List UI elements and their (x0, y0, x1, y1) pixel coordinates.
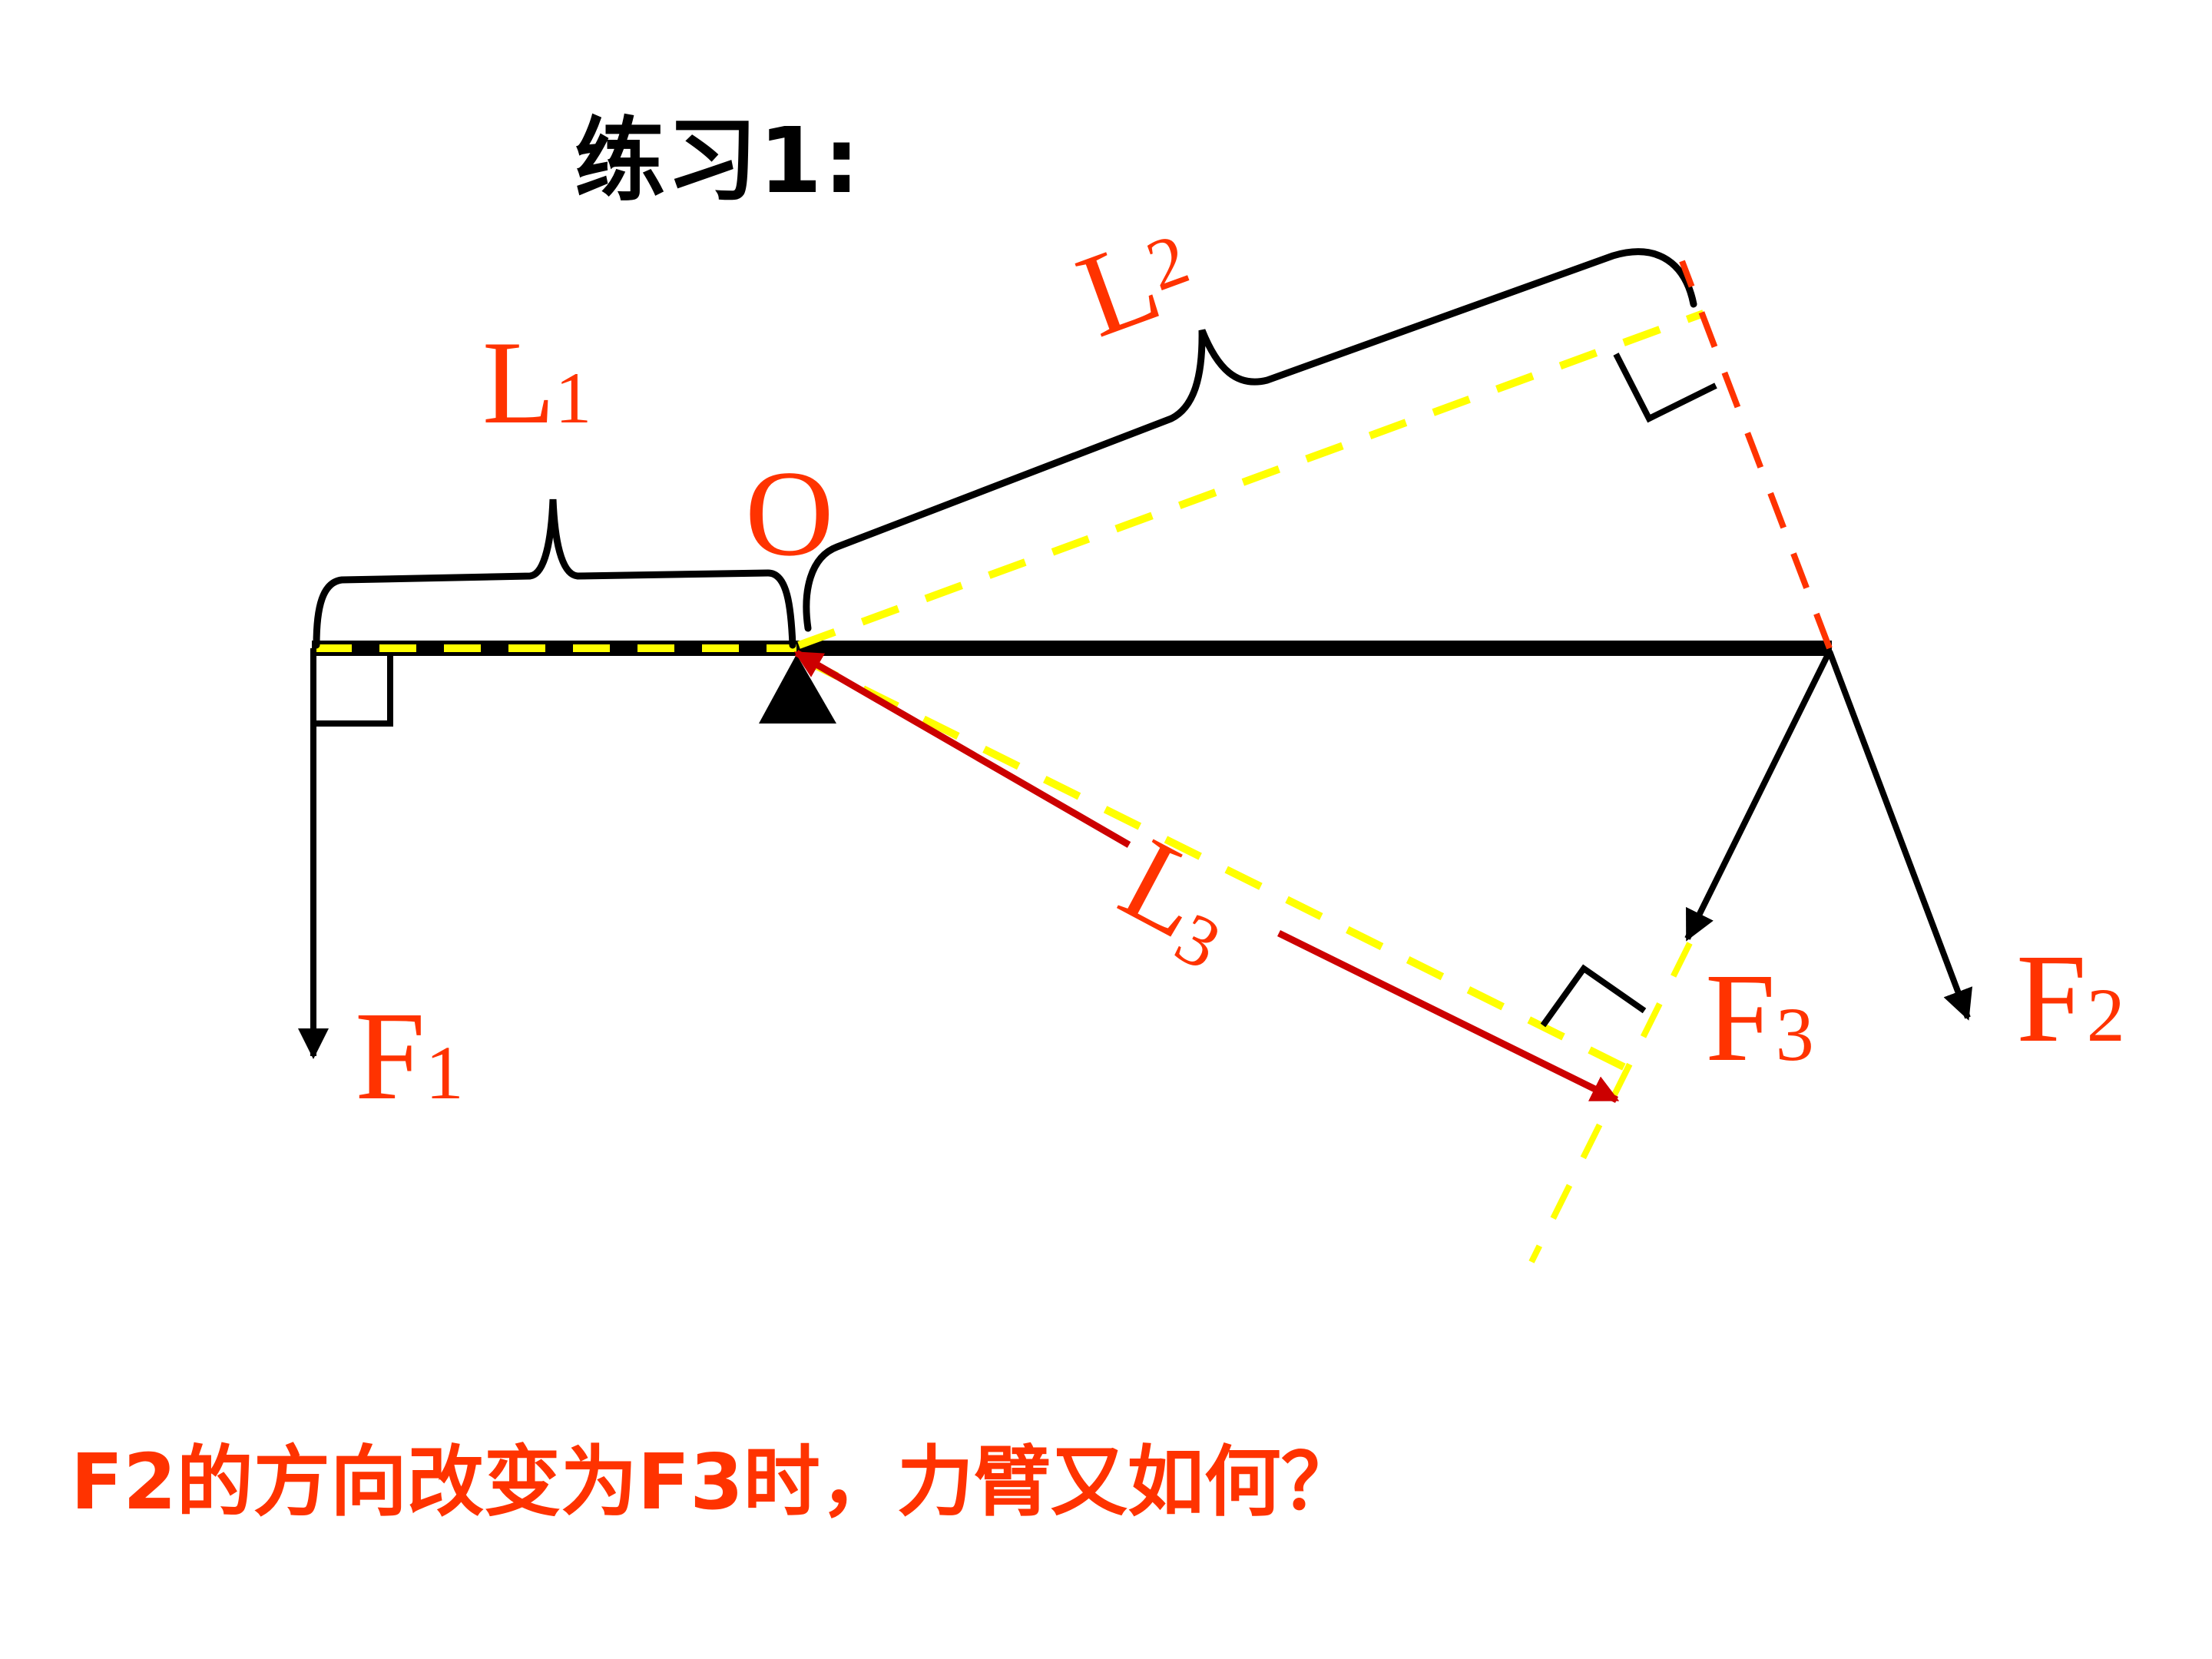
l1-brace (313, 498, 796, 649)
l3-arm-dashed-line (800, 655, 1631, 1073)
fulcrum-label: O (745, 445, 834, 581)
question-text: F2的方向改变为F3时，力臂又如何？ (71, 1437, 1358, 1527)
l3-arrow-segment-1 (793, 650, 1131, 848)
f3-line-of-action (1528, 942, 1693, 1263)
f1-right-angle-marker (313, 652, 393, 727)
l3-arrow-segment-2 (1277, 929, 1620, 1104)
l1-label: L1 (482, 316, 591, 449)
exercise-title: 练习1: (575, 108, 862, 214)
l3-right-angle-marker (1540, 964, 1647, 1028)
fulcrum-triangle-icon (759, 654, 836, 724)
f2-line-of-action (1679, 260, 1833, 650)
l2-label: L2 (1062, 201, 1210, 363)
l2-right-angle-marker (1613, 353, 1717, 423)
l2-arm-dashed-line (797, 310, 1705, 649)
l2-brace (803, 248, 1697, 632)
f3-force-arrow (1684, 650, 1833, 942)
f2-label: F2 (2016, 928, 2125, 1068)
f2-force-arrow (1826, 650, 1973, 1021)
f1-label: F1 (355, 985, 464, 1126)
f3-label: F3 (1705, 947, 1814, 1088)
